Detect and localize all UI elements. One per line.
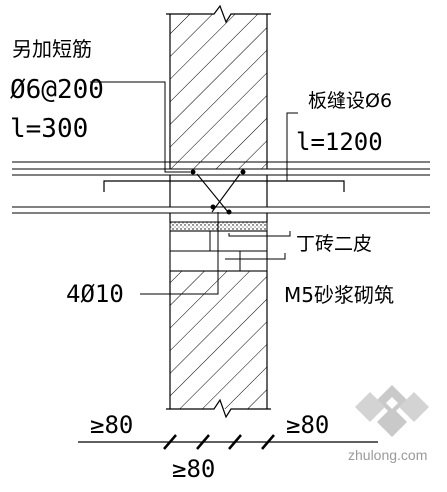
leader-lines bbox=[90, 81, 298, 295]
watermark-text: zhulong.com bbox=[348, 447, 427, 463]
rebar-dot bbox=[240, 169, 246, 175]
cross-bars bbox=[190, 169, 246, 215]
brick-course-label: 丁砖二皮 bbox=[296, 233, 372, 255]
joint-rebar bbox=[103, 180, 345, 192]
dimension-tick bbox=[228, 434, 242, 450]
dimension-line bbox=[78, 434, 378, 450]
dimension-right: ≥80 bbox=[286, 411, 329, 439]
upper-wall bbox=[166, 4, 271, 169]
slab-bottom-lines bbox=[12, 206, 430, 214]
joint-wall bbox=[169, 175, 268, 207]
dimension-tick bbox=[261, 434, 275, 450]
dimension-tick bbox=[196, 434, 210, 450]
rebar-dot bbox=[190, 169, 196, 175]
bar-length-label: l=300 bbox=[10, 114, 88, 144]
main-bars-label: 4Ø10 bbox=[66, 280, 124, 308]
dimension-left: ≥80 bbox=[90, 411, 133, 439]
slab-top-lines bbox=[12, 161, 430, 176]
mortar-label: M5砂浆砌筑 bbox=[284, 283, 394, 307]
dimension-tick bbox=[163, 434, 177, 450]
extra-bar-label: 另加短筋 bbox=[12, 37, 92, 61]
dimension-bottom: ≥80 bbox=[172, 455, 215, 483]
bar-spec-label: Ø6@200 bbox=[10, 75, 104, 105]
joint-length-label: l=1200 bbox=[296, 128, 383, 156]
watermark-logo bbox=[355, 385, 429, 437]
joint-bar-label: 板缝设Ø6 bbox=[308, 90, 392, 112]
rebar-dot bbox=[210, 204, 216, 210]
rebar-dot bbox=[226, 209, 232, 215]
